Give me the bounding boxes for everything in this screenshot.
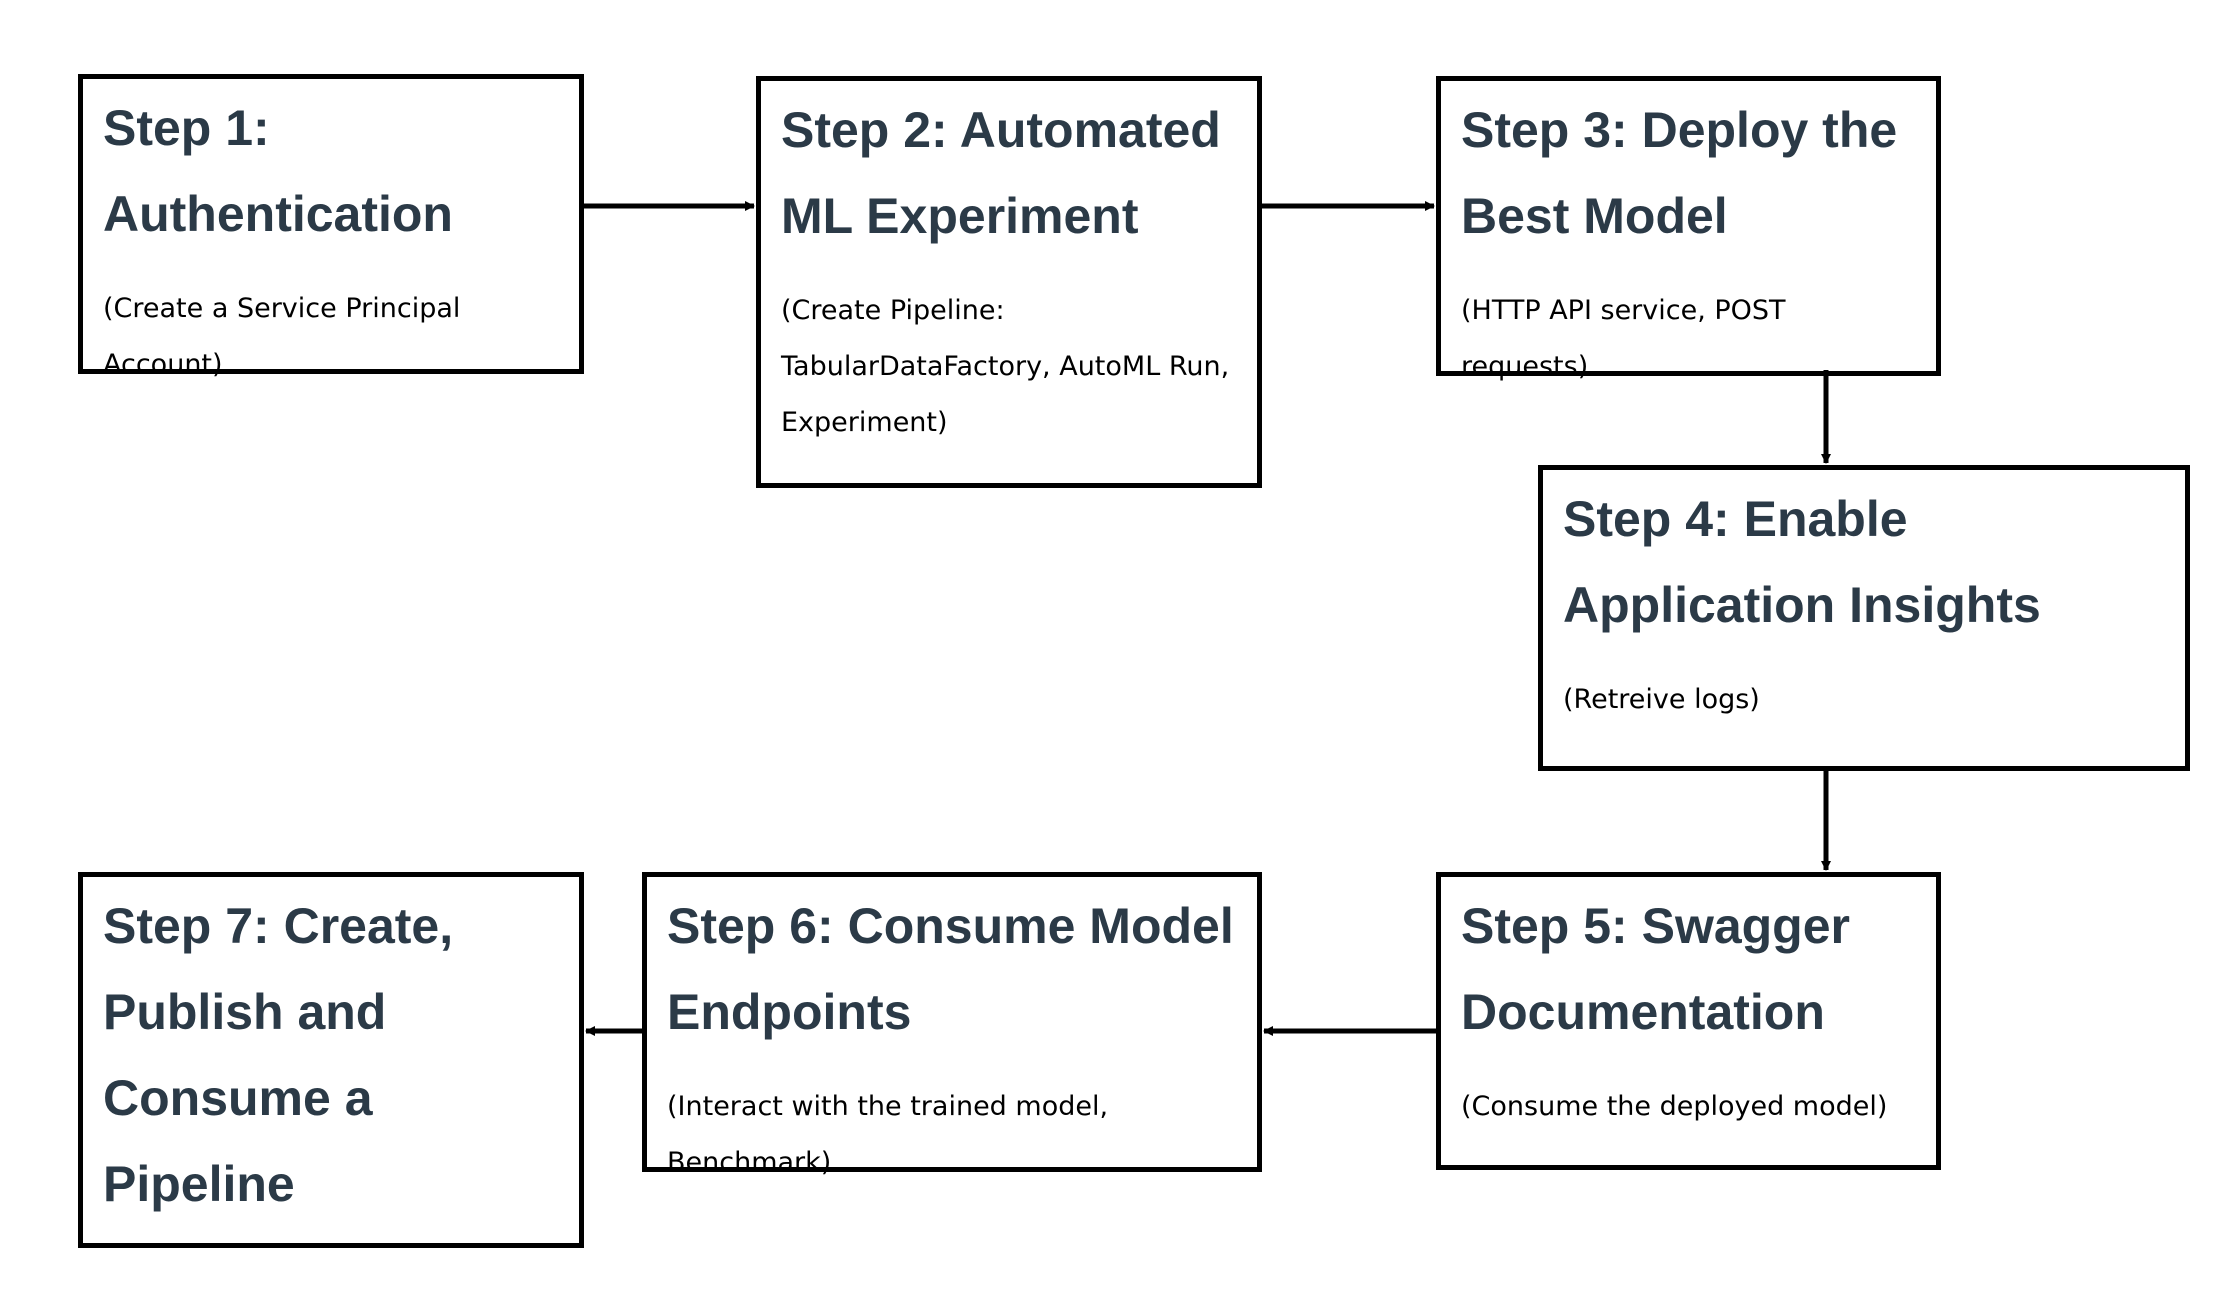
step-5-box: Step 5: Swagger Documentation (Consume t…: [1436, 872, 1941, 1170]
step-6-box: Step 6: Consume Model Endpoints (Interac…: [642, 872, 1262, 1178]
step-2-title: Step 2: Automated ML Experiment: [781, 102, 1221, 244]
step-6-note: (Interact with the trained model, Benchm…: [667, 1091, 1109, 1178]
step-4-box: Step 4: Enable Application Insights (Ret…: [1538, 465, 2190, 771]
step-6-title: Step 6: Consume Model Endpoints: [667, 898, 1234, 1040]
step-7-title: Step 7: Create, Publish and Consume a Pi…: [103, 898, 454, 1212]
step-4-title: Step 4: Enable Application Insights: [1563, 491, 2041, 633]
step-5-title: Step 5: Swagger Documentation: [1461, 898, 1850, 1040]
step-2-note: (Create Pipeline: TabularDataFactory, Au…: [781, 295, 1230, 438]
step-3-title: Step 3: Deploy the Best Model: [1461, 102, 1898, 244]
step-3-note: (HTTP API service, POST requests): [1461, 295, 1786, 382]
step-7-box: Step 7: Create, Publish and Consume a Pi…: [78, 872, 584, 1248]
step-1-note: (Create a Service Principal Account): [103, 293, 461, 380]
step-3-box: Step 3: Deploy the Best Model (HTTP API …: [1436, 76, 1941, 382]
step-1-title: Step 1: Authentication: [103, 100, 453, 242]
step-5-note: (Consume the deployed model): [1461, 1091, 1888, 1122]
step-4-note: (Retreive logs): [1563, 684, 1760, 715]
step-1-box: Step 1: Authentication (Create a Service…: [78, 74, 584, 380]
step-2-box: Step 2: Automated ML Experiment (Create …: [756, 76, 1262, 488]
